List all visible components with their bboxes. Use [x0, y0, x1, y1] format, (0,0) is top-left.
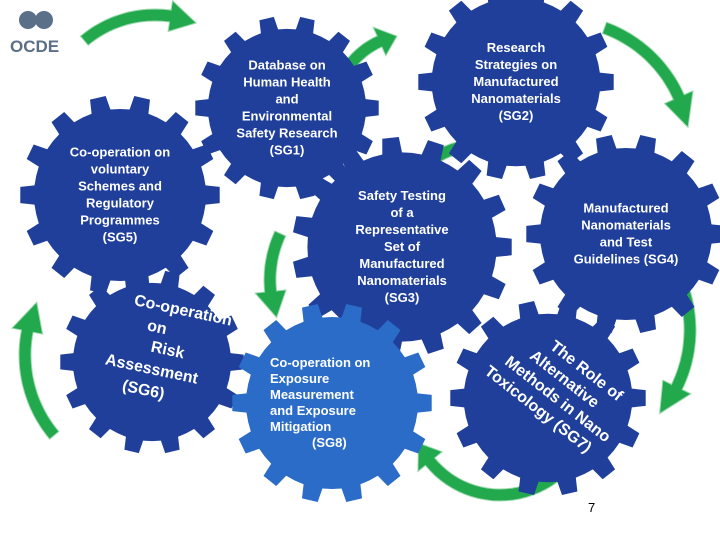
gear-sg8-line: Measurement	[270, 387, 354, 402]
gear-sg8-line: and Exposure	[270, 403, 356, 418]
gear-sg1-line: Database on	[248, 58, 325, 73]
arrow-top-left	[80, 1, 196, 46]
gear-sg5-line: Regulatory	[86, 196, 155, 211]
gear-sg5-line: Programmes	[80, 213, 159, 228]
gear-sg6: Co-operationonRiskAssessment(SG6)	[60, 271, 243, 453]
gear-sg3-line: Safety Testing	[358, 188, 446, 203]
gear-sg5-line: Schemes and	[78, 179, 162, 194]
gear-sg4-line: Nanomaterials	[581, 218, 671, 233]
gear-sg1-line: Environmental	[242, 109, 332, 124]
gear-sg1-line: Safety Research	[236, 126, 337, 141]
gear-sg5-line: Co-operation on	[70, 145, 170, 160]
gear-sg8-line: Co-operation on	[270, 355, 370, 370]
gear-sg2-line: Nanomaterials	[471, 91, 561, 106]
gear-sg2-line: Strategies on	[475, 57, 557, 72]
ocde-logo: OCDE	[10, 11, 59, 56]
gear-sg4-line: Manufactured	[583, 201, 668, 216]
gear-sg5-line: voluntary	[91, 162, 150, 177]
gear-sg4-line: Guidelines (SG4)	[574, 252, 679, 267]
logo-circle-2	[35, 11, 53, 29]
gear-sg7: The Role ofAlternativeMethods in NanoTox…	[450, 301, 645, 495]
gear-sg5-line: (SG5)	[103, 230, 138, 245]
gear-sg4-line: and Test	[600, 235, 653, 250]
arrow-left	[12, 302, 59, 439]
gear-sg8-line: Mitigation	[270, 419, 331, 434]
gear-sg2-line: Manufactured	[473, 74, 558, 89]
gear-sg1-line: (SG1)	[270, 143, 305, 158]
gear-sg3-line: of a	[390, 205, 414, 220]
gear-sg2-line: Research	[487, 40, 546, 55]
gear-sg1-line: Human Health	[243, 75, 330, 90]
gear-sg3-line: Nanomaterials	[357, 273, 447, 288]
logo-circle-1	[19, 11, 37, 29]
gear-sg3-line: Set of	[384, 239, 421, 254]
gear-sg2-line: (SG2)	[499, 108, 534, 123]
gear-sg3-line: Manufactured	[359, 256, 444, 271]
gear-sg8-line: (SG8)	[312, 435, 347, 450]
gear-sg3-line: Representative	[355, 222, 448, 237]
gear-sg3-line: (SG3)	[385, 290, 420, 305]
gear-sg8-line: Exposure	[270, 371, 329, 386]
logo-text: OCDE	[10, 37, 59, 56]
gear-sg1-line: and	[275, 92, 298, 107]
arrow-sg3-down	[255, 231, 286, 318]
arrow-top-right	[602, 22, 693, 127]
page-number: 7	[588, 500, 595, 515]
